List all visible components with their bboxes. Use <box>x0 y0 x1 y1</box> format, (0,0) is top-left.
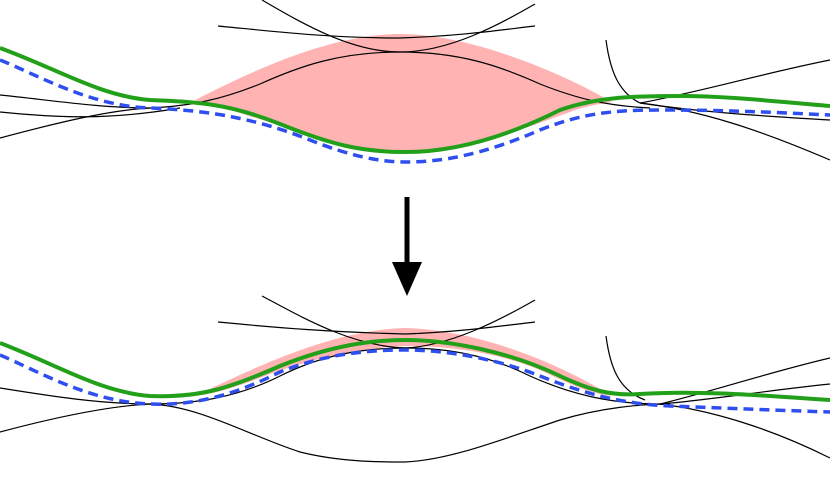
thin-curves-after <box>0 295 830 463</box>
thin-curves-before <box>0 0 830 161</box>
transition-arrow <box>392 197 422 296</box>
green-curve-after <box>0 337 830 402</box>
panel-after <box>0 295 830 463</box>
blue-dashed-curve-before <box>0 58 830 164</box>
blue-dashed-curve-after <box>0 348 830 414</box>
green-curve-before <box>0 46 830 155</box>
arrow-head <box>392 262 422 296</box>
shaded-region-before <box>195 34 612 152</box>
panel-before <box>0 0 830 164</box>
